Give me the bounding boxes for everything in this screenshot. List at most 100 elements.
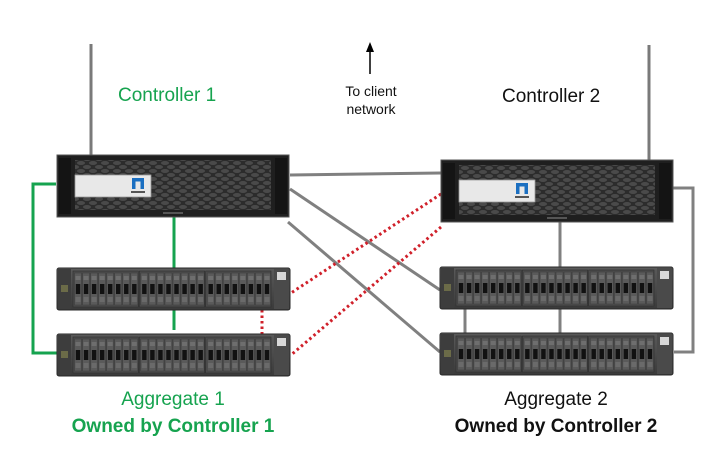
- drive-bay: [481, 271, 489, 305]
- drive-bay: [231, 338, 239, 372]
- drive-bay: [523, 337, 532, 371]
- drive-bay: [214, 338, 223, 372]
- drive-bay: [82, 338, 90, 372]
- controller1-to-shelf1b-cable: [31, 182, 57, 355]
- drive-bay: [523, 271, 532, 305]
- client-network-label-line2: network: [346, 101, 396, 117]
- drive-bay: [206, 272, 215, 306]
- drive-bay: [90, 272, 98, 306]
- drive-bay: [156, 338, 165, 372]
- controller-2-chassis: [440, 159, 674, 223]
- shelf-indicator-icon: [277, 272, 286, 280]
- right-ear: [275, 158, 287, 214]
- controller-1-chassis: [56, 154, 290, 218]
- drive-bay: [539, 271, 548, 305]
- drive-bay: [223, 272, 231, 306]
- drive-bay: [489, 337, 497, 371]
- drive-bay: [180, 338, 189, 372]
- drive-bay: [539, 337, 548, 371]
- controller2-to-shelf1a-alt-path: [290, 192, 442, 295]
- drive-bay: [90, 338, 98, 372]
- drive-bay: [579, 337, 588, 371]
- drive-bay: [148, 338, 157, 372]
- aggregate-2-label: Aggregate 2: [504, 389, 608, 410]
- aggregate-1-shelf-2: [56, 333, 291, 377]
- drive-bay: [630, 271, 638, 305]
- drive-bay: [82, 272, 90, 306]
- aggregate-1-shelf-1: [56, 267, 291, 311]
- aggregate-2-owner-label: Owned by Controller 2: [454, 416, 658, 437]
- drive-bay: [263, 272, 271, 306]
- drive-bay: [164, 338, 173, 372]
- controller-2-label: Controller 2: [502, 86, 601, 107]
- drive-bay: [148, 272, 157, 306]
- netapp-logo-icon: [515, 183, 529, 198]
- drive-bay: [114, 338, 122, 372]
- drive-bay: [597, 337, 606, 371]
- arrow-up-icon: [366, 42, 374, 52]
- drive-bay: [531, 337, 540, 371]
- drive-bay: [473, 271, 481, 305]
- drive-bay: [630, 337, 638, 371]
- shelf-status-led-icon: [444, 284, 451, 291]
- shelf-indicator-icon: [660, 271, 669, 279]
- drive-bay: [614, 271, 622, 305]
- aggregate-1-label: Aggregate 1: [121, 389, 225, 410]
- drive-bay: [188, 338, 197, 372]
- drive-bay: [547, 337, 556, 371]
- left-ear: [443, 163, 455, 219]
- drive-bay: [122, 338, 131, 372]
- drive-bay: [622, 271, 630, 305]
- drive-bay: [140, 338, 149, 372]
- netapp-logo-icon: [131, 178, 145, 193]
- drive-bay: [571, 271, 580, 305]
- drive-bay: [646, 271, 654, 305]
- controller2-to-shelf2b-cable: [672, 186, 695, 354]
- drive-bay: [497, 337, 505, 371]
- client-network-label: To client network: [335, 82, 407, 118]
- drive-bay: [457, 337, 465, 371]
- drive-bay: [140, 272, 149, 306]
- drive-bay: [122, 272, 131, 306]
- left-ear: [59, 158, 71, 214]
- drive-bay: [74, 338, 82, 372]
- drive-bay: [196, 272, 205, 306]
- drive-bay: [465, 337, 473, 371]
- drive-bay: [130, 338, 139, 372]
- controller1-to-shelf2a-cable: [289, 187, 441, 292]
- drive-bay: [255, 338, 263, 372]
- drive-bay: [531, 271, 540, 305]
- drive-bay: [481, 337, 489, 371]
- drive-bay: [555, 271, 564, 305]
- drive-bay: [196, 338, 205, 372]
- drive-bay: [513, 337, 522, 371]
- drive-bay: [638, 337, 646, 371]
- drive-bay: [247, 338, 255, 372]
- drive-bay: [497, 271, 505, 305]
- client-network-arrow: [366, 42, 374, 74]
- drive-bay: [223, 338, 231, 372]
- aggregate-2-shelf-2: [439, 332, 674, 376]
- shelf-indicator-icon: [660, 337, 669, 345]
- client-network-label-line1: To client: [345, 83, 397, 99]
- drive-bay: [106, 272, 114, 306]
- aggregate-2-shelf-1: [439, 266, 674, 310]
- right-ear: [659, 163, 671, 219]
- drive-bay: [164, 272, 173, 306]
- drive-bay: [263, 338, 271, 372]
- drive-bay: [505, 337, 514, 371]
- drive-bay: [489, 271, 497, 305]
- drive-bay: [622, 337, 630, 371]
- drive-bay: [239, 338, 247, 372]
- drive-bay: [188, 272, 197, 306]
- drive-bay: [646, 337, 654, 371]
- drive-bay: [106, 338, 114, 372]
- drive-bay: [547, 271, 556, 305]
- shelf-indicator-icon: [277, 338, 286, 346]
- drive-bay: [513, 271, 522, 305]
- drive-bay: [239, 272, 247, 306]
- drive-bay: [231, 272, 239, 306]
- drive-bay: [614, 337, 622, 371]
- drive-bay: [255, 272, 263, 306]
